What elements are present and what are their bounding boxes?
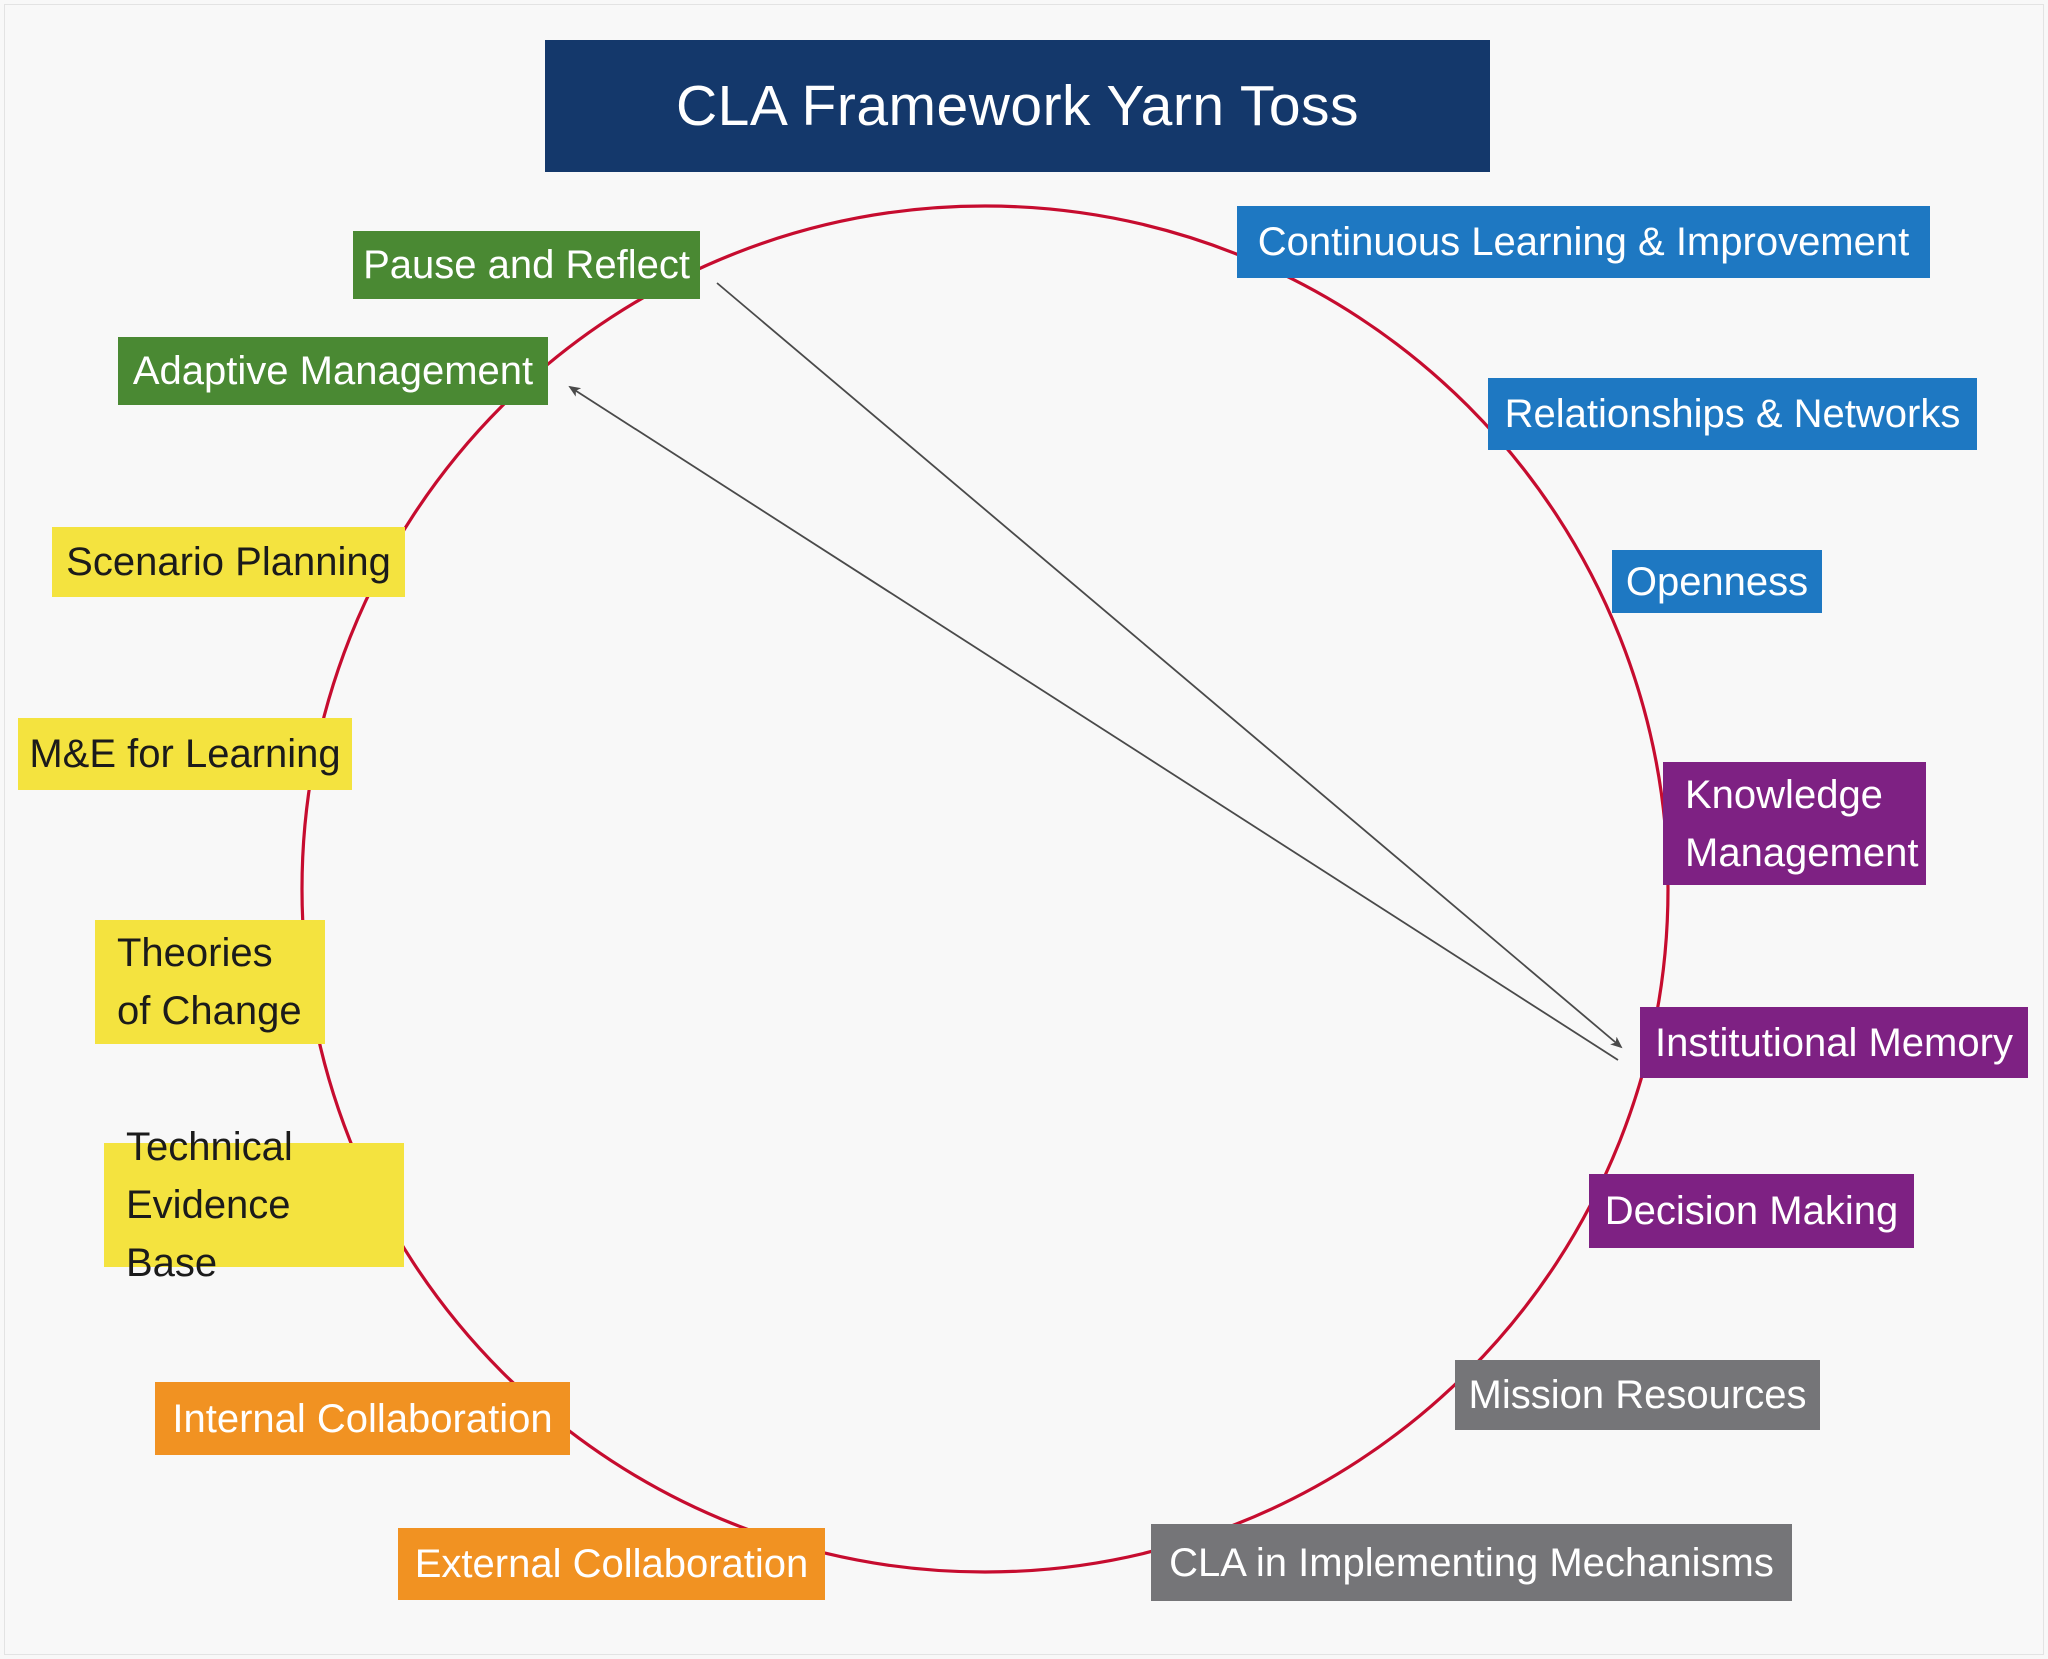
label-openness: Openness <box>1612 550 1822 613</box>
label-text: Openness <box>1625 559 1809 604</box>
page-title: CLA Framework Yarn Toss <box>545 40 1490 172</box>
label-text: Decision Making <box>1604 1189 1899 1233</box>
page-title-text: CLA Framework Yarn Toss <box>675 74 1360 138</box>
label-mission-resources: Mission Resources <box>1455 1360 1820 1430</box>
label-theories-of-change: Theories of Change <box>95 920 325 1044</box>
label-text: Institutional Memory <box>1655 1020 2013 1065</box>
yarn-line-pause-and-reflect-to-institutional-memory <box>716 282 1623 1049</box>
framework-circle <box>300 204 1670 1574</box>
label-text: Theories of Change <box>117 931 302 1033</box>
yarn-line-institutional-memory-to-adaptive-management <box>568 385 1619 1061</box>
label-text: Mission Resources <box>1468 1373 1807 1417</box>
label-internal-collaboration: Internal Collaboration <box>155 1382 570 1455</box>
label-text: Relationships & Networks <box>1504 392 1961 436</box>
label-pause-and-reflect: Pause and Reflect <box>353 231 700 299</box>
label-technical-evidence-base: Technical Evidence Base <box>104 1125 404 1285</box>
label-relationships-networks: Relationships & Networks <box>1488 378 1977 450</box>
label-text: CLA in Implementing Mechanisms <box>1169 1540 1774 1585</box>
label-external-collaboration: External Collaboration <box>398 1528 825 1600</box>
label-text: Pause and Reflect <box>363 243 690 287</box>
label-decision-making: Decision Making <box>1589 1174 1914 1248</box>
label-adaptive-management: Adaptive Management <box>118 337 548 405</box>
label-text: Scenario Planning <box>66 540 391 584</box>
label-text: M&E for Learning <box>29 732 341 776</box>
label-scenario-planning: Scenario Planning <box>52 527 405 597</box>
label-text: Continuous Learning & Improvement <box>1257 220 1910 264</box>
label-text: Knowledge Management <box>1685 772 1919 875</box>
label-institutional-memory: Institutional Memory <box>1640 1007 2028 1078</box>
label-knowledge-management: Knowledge Management <box>1663 762 1926 885</box>
label-continuous-learning-improvement: Continuous Learning & Improvement <box>1237 206 1930 278</box>
label-text: Internal Collaboration <box>172 1396 553 1441</box>
label-me-for-learning: M&E for Learning <box>18 718 352 790</box>
label-text: External Collaboration <box>414 1542 809 1586</box>
label-text: Technical Evidence Base <box>126 1125 293 1285</box>
label-text: Adaptive Management <box>132 349 534 393</box>
label-cla-in-implementing-mechanisms: CLA in Implementing Mechanisms <box>1151 1524 1792 1601</box>
